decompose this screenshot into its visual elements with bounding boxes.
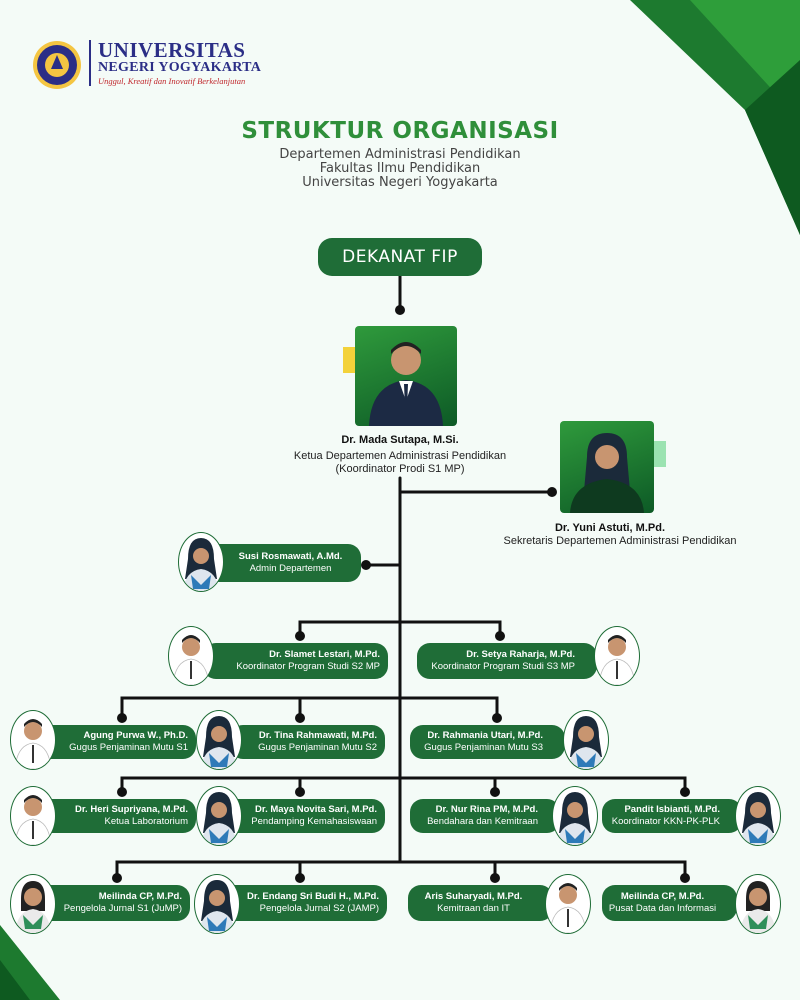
member-role: Koordinator KKN-PK-PLK: [611, 816, 720, 827]
woman-avatar: [735, 874, 781, 934]
subtitle-university: Universitas Negeri Yogyakarta: [302, 175, 498, 190]
member-card: Aris Suharyadi, M.Pd.Kemitraan dan IT: [408, 885, 553, 921]
member-role: Pengelola Jurnal S2 (JAMP): [259, 903, 379, 914]
member-role: Ketua Laboratorium: [104, 816, 188, 827]
man-avatar: [594, 626, 640, 686]
member-role: Pendamping Kemahasiswaan: [251, 816, 377, 827]
woman-hijab-avatar: [178, 532, 224, 592]
secretary-name: Dr. Yuni Astuti, M.Pd.: [554, 522, 665, 534]
head-role-line2: (Koordinator Prodi S1 MP): [335, 463, 465, 475]
member-role: Bendahara dan Kemitraan: [427, 816, 538, 827]
university-name-line1: UNIVERSITAS: [98, 38, 246, 62]
member-role: Admin Departemen: [249, 563, 332, 574]
subtitle-department: Departemen Administrasi Pendidikan: [279, 147, 521, 162]
member-card: Agung Purwa W., Ph.D.Gugus Penjaminan Mu…: [38, 725, 196, 759]
member-card: Dr. Setya Raharja, M.Pd.Koordinator Prog…: [417, 643, 597, 679]
man-avatar: [10, 710, 56, 770]
member-card: Dr. Nur Rina PM, M.Pd.Bendahara dan Kemi…: [410, 799, 560, 833]
head-role-line1: Ketua Departemen Administrasi Pendidikan: [293, 450, 507, 462]
member-name: Dr. Setya Raharja, M.Pd.: [466, 649, 575, 660]
secretary-role: Sekretaris Departemen Administrasi Pendi…: [503, 535, 737, 547]
secretary-photo: [560, 421, 654, 513]
member-name: Dr. Nur Rina PM, M.Pd.: [435, 804, 538, 815]
university-name-line2: NEGERI YOGYAKARTA: [98, 60, 262, 75]
woman-hijab-avatar: [194, 874, 240, 934]
member-name: Dr. Tina Rahmawati, M.Pd.: [258, 730, 377, 741]
member-card: Susi Rosmawati, A.Md.Admin Departemen: [206, 544, 361, 582]
member-role: Gugus Penjaminan Mutu S3: [424, 742, 543, 753]
subtitle-faculty: Fakultas Ilmu Pendidikan: [319, 161, 481, 176]
logo-divider: [89, 40, 91, 86]
member-name: Agung Purwa W., Ph.D.: [83, 730, 189, 741]
member-card: Meilinda CP, M.Pd.Pusat Data dan Informa…: [602, 885, 737, 921]
member-name: Pandit Isbianti, M.Pd.: [624, 804, 720, 815]
member-role: Pengelola Jurnal S1 (JuMP): [63, 903, 182, 914]
man-avatar: [545, 874, 591, 934]
member-card: Dr. Rahmania Utari, M.Pd.Gugus Penjamina…: [410, 725, 565, 759]
woman-avatar: [10, 874, 56, 934]
member-name: Susi Rosmawati, A.Md.: [238, 551, 343, 562]
member-name: Dr. Heri Supriyana, M.Pd.: [75, 804, 188, 815]
member-role: Gugus Penjaminan Mutu S2: [258, 742, 377, 753]
man-avatar: [369, 342, 443, 426]
member-card: Dr. Endang Sri Budi H., M.Pd.Pengelola J…: [222, 885, 387, 921]
member-name: Meilinda CP, M.Pd.: [98, 891, 182, 902]
member-name: Dr. Maya Novita Sari, M.Pd.: [255, 804, 377, 815]
man-avatar: [168, 626, 214, 686]
woman-hijab-avatar: [570, 433, 644, 513]
member-name: Aris Suharyadi, M.Pd.: [424, 891, 523, 902]
woman-hijab-avatar: [735, 786, 781, 846]
woman-hijab-avatar: [196, 786, 242, 846]
woman-hijab-avatar: [196, 710, 242, 770]
woman-hijab-avatar: [563, 710, 609, 770]
member-card: Dr. Maya Novita Sari, M.Pd.Pendamping Ke…: [222, 799, 385, 833]
page-title: STRUKTUR ORGANISASI: [241, 118, 559, 144]
member-card: Dr. Slamet Lestari, M.Pd.Koordinator Pro…: [203, 643, 388, 679]
university-seal-icon: [33, 41, 81, 89]
member-role: Pusat Data dan Informasi: [608, 903, 717, 914]
head-photo: [355, 326, 457, 426]
member-role: Kemitraan dan IT: [437, 903, 510, 914]
member-name: Dr. Slamet Lestari, M.Pd.: [269, 649, 380, 660]
member-role: Koordinator Program Studi S3 MP: [431, 661, 575, 672]
member-role: Gugus Penjaminan Mutu S1: [69, 742, 188, 753]
member-card: Pandit Isbianti, M.Pd.Koordinator KKN-PK…: [602, 799, 742, 833]
member-card: Dr. Tina Rahmawati, M.Pd.Gugus Penjamina…: [230, 725, 385, 759]
university-tagline: Unggul, Kreatif dan Inovatif Berkelanjut…: [98, 76, 246, 86]
member-name: Meilinda CP, M.Pd.: [620, 891, 705, 902]
member-role: Koordinator Program Studi S2 MP: [236, 661, 380, 672]
woman-hijab-avatar: [552, 786, 598, 846]
member-card: Meilinda CP, M.Pd.Pengelola Jurnal S1 (J…: [38, 885, 190, 921]
member-card: Dr. Heri Supriyana, M.Pd.Ketua Laborator…: [38, 799, 196, 833]
member-name: Dr. Rahmania Utari, M.Pd.: [427, 730, 543, 741]
man-avatar: [10, 786, 56, 846]
member-name: Dr. Endang Sri Budi H., M.Pd.: [247, 891, 379, 902]
dekanat-box: DEKANAT FIP: [318, 238, 482, 276]
head-name: Dr. Mada Sutapa, M.Si.: [341, 434, 459, 446]
university-logo: [32, 40, 82, 95]
